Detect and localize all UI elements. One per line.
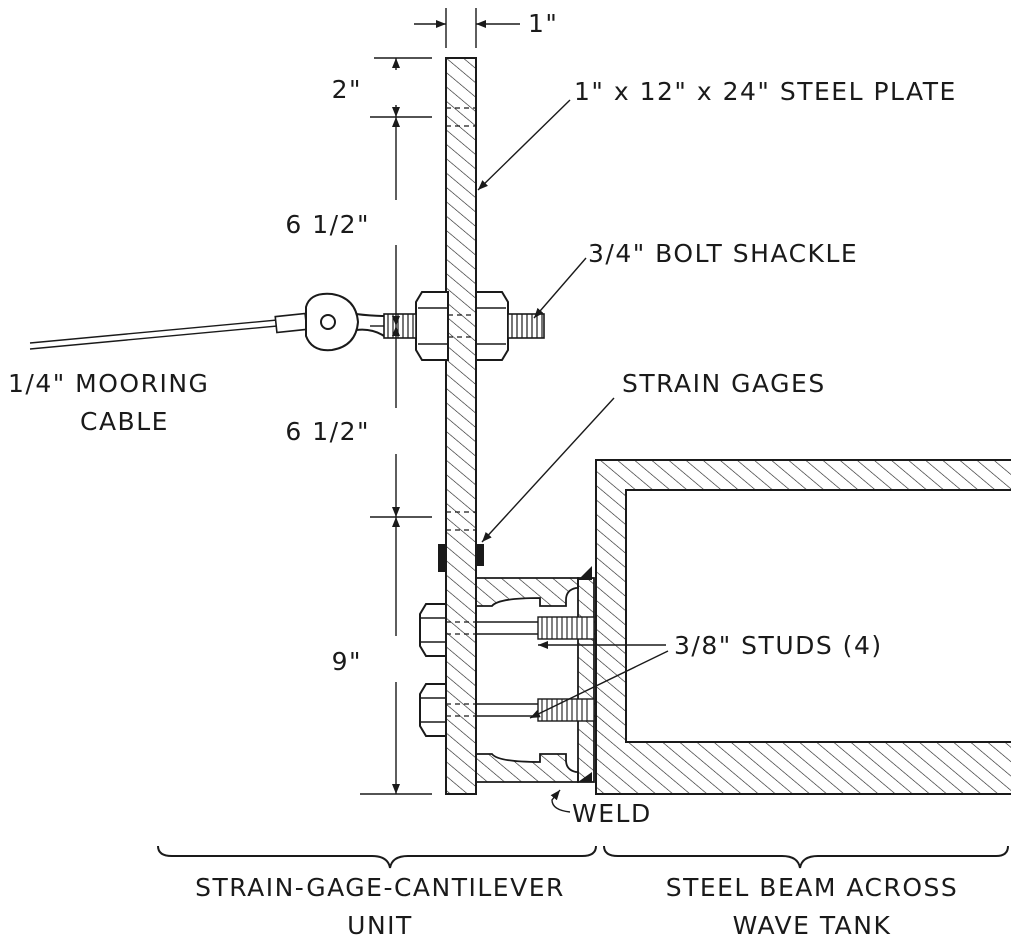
- stud-upper: [419, 603, 596, 657]
- brace-beam: [603, 845, 1009, 869]
- label-cable-line1: 1/4" MOORING: [8, 369, 209, 398]
- label-upper-span: 6 1/2": [285, 210, 370, 239]
- dimensions: [360, 8, 520, 795]
- weld-top: [578, 566, 592, 580]
- stud-lower: [419, 683, 596, 737]
- label-plate: 1" x 12" x 24" STEEL PLATE: [574, 77, 957, 106]
- label-unit-line1: STRAIN-GAGE-CANTILEVER: [195, 873, 565, 902]
- leaders: [477, 99, 669, 813]
- weld-bottom: [578, 772, 592, 782]
- steel-plate: [445, 57, 477, 795]
- strain-gage-right: [476, 544, 484, 566]
- label-lower-span: 6 1/2": [285, 417, 370, 446]
- mooring-cable: [29, 292, 385, 352]
- label-beam-line2: WAVE TANK: [733, 911, 892, 940]
- label-plate-thickness: 1": [528, 9, 558, 38]
- label-studs: 3/8" STUDS (4): [674, 631, 883, 660]
- label-shackle: 3/4" BOLT SHACKLE: [588, 239, 858, 268]
- strain-gage-left: [438, 544, 446, 572]
- steel-beam: [595, 459, 1011, 795]
- label-cable-line2: CABLE: [80, 407, 169, 436]
- label-beam-line1: STEEL BEAM ACROSS: [666, 873, 959, 902]
- label-top-offset: 2": [332, 75, 362, 104]
- brace-unit: [157, 845, 597, 869]
- label-bottom-span: 9": [332, 647, 362, 676]
- label-unit-line2: UNIT: [347, 911, 413, 940]
- bolt-shackle: [383, 291, 545, 361]
- channel-bracket: [475, 566, 595, 783]
- label-weld: WELD: [572, 799, 652, 828]
- label-gages: STRAIN GAGES: [622, 369, 826, 398]
